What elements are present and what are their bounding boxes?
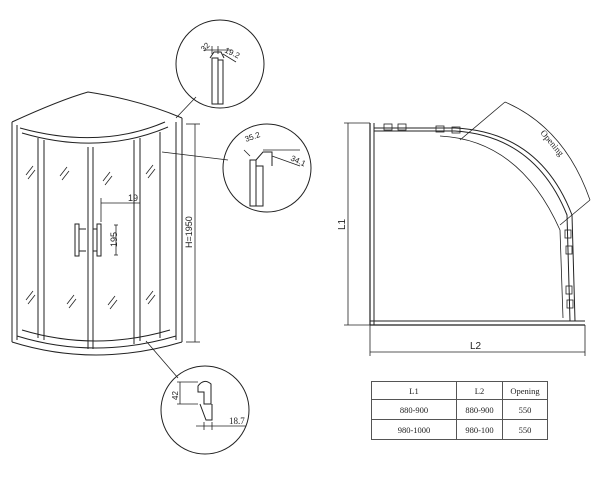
table-row: 880-900 880-900 550 — [371, 399, 548, 420]
header-opening: Opening — [502, 381, 548, 400]
side-profile-dim-b: 34.1 — [289, 154, 307, 169]
bottom-profile-detail — [160, 365, 250, 455]
handle-length-label: 195 — [109, 232, 119, 247]
cell-l1: 880-900 — [371, 399, 457, 420]
cell-l2: 880-900 — [456, 399, 503, 420]
side-profile-detail — [222, 123, 312, 213]
handle-offset-label: 19 — [128, 193, 138, 203]
bottom-profile-dim-b: 18.7 — [229, 416, 245, 426]
spec-table-header: L1 L2 Opening — [371, 381, 548, 400]
top-profile-dim-a: 32 — [199, 40, 212, 53]
cell-opening: 550 — [502, 399, 548, 420]
plan-opening-label: Opening — [538, 128, 566, 159]
plan-view — [344, 101, 591, 356]
cell-l1: 980-1000 — [371, 419, 457, 440]
cell-l2: 980-100 — [456, 419, 503, 440]
plan-l1-label: L1 — [337, 218, 348, 230]
cell-opening: 550 — [502, 419, 548, 440]
plan-l2-label: L2 — [470, 341, 482, 352]
front-view — [11, 91, 229, 379]
header-l1: L1 — [371, 381, 457, 400]
side-profile-dim-a: 35.2 — [244, 130, 262, 144]
top-profile-dim-b: 19.2 — [223, 46, 241, 61]
header-l2: L2 — [456, 381, 503, 400]
top-profile-detail — [175, 19, 265, 109]
bottom-profile-dim-a: 42 — [171, 391, 180, 400]
front-height-label: H=1950 — [184, 216, 194, 248]
spec-table: L1 L2 Opening 880-900 880-900 550 980-10… — [371, 381, 548, 440]
table-row: 980-1000 980-100 550 — [371, 419, 548, 440]
